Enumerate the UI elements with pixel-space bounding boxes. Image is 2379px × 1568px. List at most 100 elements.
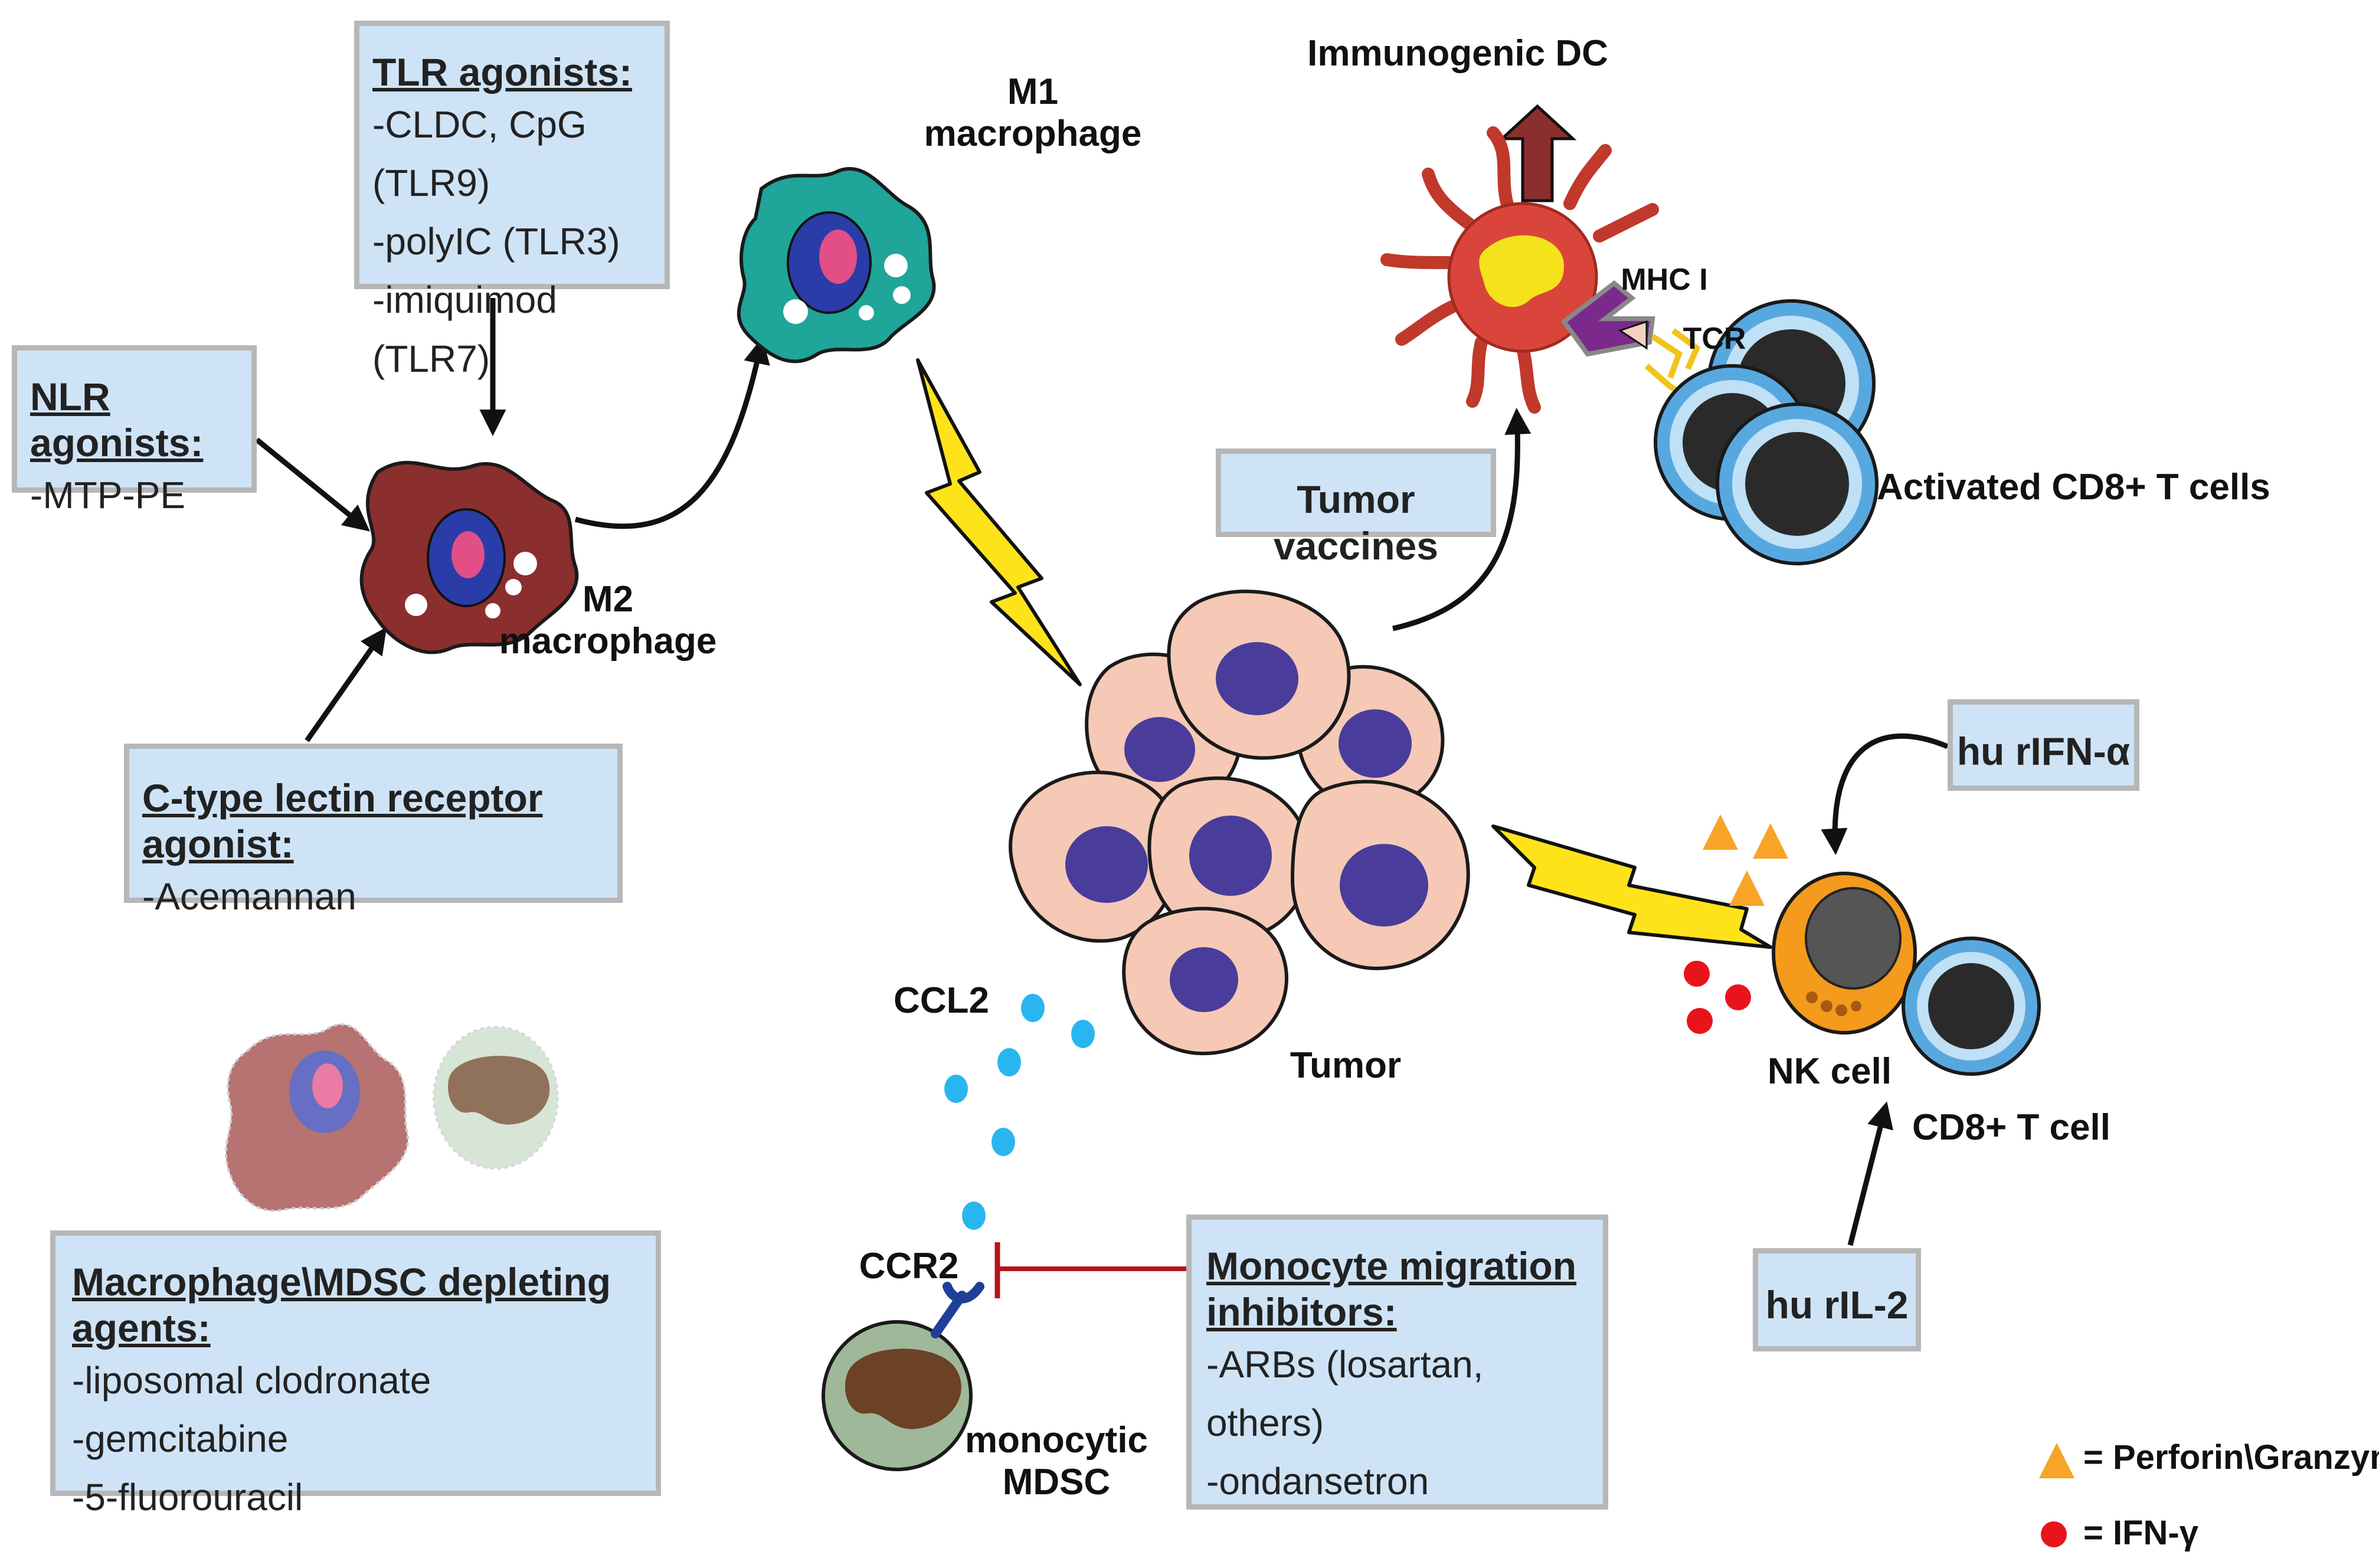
tcr-label: TCR (1683, 322, 1746, 356)
nk-granule (1806, 991, 1818, 1003)
perforin-triangle (1703, 814, 1738, 850)
tumor-nucleus (1170, 947, 1238, 1012)
nk-granule (1835, 1004, 1847, 1016)
hu-ril2-label: hu rIL-2 (1765, 1283, 1909, 1327)
dc-dendrites (1380, 126, 1659, 414)
c-type-lectin-title: C-type lectin receptor agonist: (142, 776, 543, 866)
depleted-cells (224, 1023, 559, 1212)
t-cell-nucleus (1745, 432, 1849, 536)
dc-nucleus (1479, 235, 1564, 307)
c-type-lectin-item: -Acemannan (142, 875, 356, 918)
m1-vesicle (783, 299, 808, 324)
depleting-agents-box: Macrophage\MDSC depleting agents: -lipos… (50, 1230, 661, 1518)
hu-rifn-alpha-box: hu rIFN-α (1948, 699, 2139, 791)
ccl2-dot (1071, 1020, 1095, 1048)
lightning-m1-to-tumor (916, 358, 1082, 686)
monocyte-migration-title: Monocyte migration (1206, 1244, 1577, 1288)
hu-ril2-box: hu rIL-2 (1753, 1248, 1921, 1351)
tumor-nucleus (1216, 642, 1298, 715)
ccl2-dot (997, 1048, 1021, 1076)
m2-macrophage-label: M2 macrophage (499, 579, 717, 662)
m1-vesicle (884, 254, 908, 277)
monocyte-migration-box: Monocyte migration inhibitors: -ARBs (lo… (1186, 1215, 1608, 1510)
monocyte-inhibitor-item: -ARBs (losartan, others) (1206, 1343, 1484, 1444)
tumor-nucleus (1339, 709, 1412, 778)
legend-ifn-label: = IFN-γ (2083, 1514, 2198, 1552)
ifn-dot (1684, 961, 1710, 987)
m2-vesicle (505, 579, 522, 595)
tumor-vaccines-label: Tumor vaccines (1274, 477, 1438, 568)
activated-t-cells-label: Activated CD8+ T cells (1877, 467, 2270, 508)
m1-macrophage (737, 167, 936, 364)
tumor-nucleus (1189, 816, 1272, 896)
tumor (1009, 590, 1470, 1056)
mhc-label: MHC I (1621, 263, 1708, 297)
m2-macrophage (359, 461, 579, 654)
legend-marks (2039, 1443, 2074, 1547)
nk-cell-label: NK cell (1767, 1051, 1892, 1092)
tumor-label: Tumor (1290, 1045, 1402, 1086)
depleting-agent-item: -liposomal clodronate (72, 1359, 431, 1402)
nlr-agonists-box: NLR agonists: -MTP-PE (12, 345, 257, 516)
legend-perforin-icon (2039, 1443, 2074, 1478)
depleting-agents-title: Macrophage\MDSC depleting agents: (72, 1260, 611, 1350)
nk-granule (1851, 1001, 1861, 1011)
nlr-agonists-title: NLR agonists: (30, 375, 204, 464)
c-type-lectin-box: C-type lectin receptor agonist: -Acemann… (124, 744, 623, 918)
secreted-factors (1684, 814, 1788, 1034)
ccr2-receptor (931, 1282, 984, 1338)
ifn-dot (1687, 1008, 1713, 1034)
monocyte-migration-title: inhibitors: (1206, 1289, 1397, 1334)
arrow-ctype-to-m2 (305, 627, 387, 742)
arrow-m2-to-m1 (574, 337, 770, 529)
ccl2-dot (991, 1128, 1015, 1156)
m1-vesicle (859, 305, 874, 320)
perforin-triangle (1729, 870, 1765, 906)
perforin-triangle (1753, 823, 1788, 859)
m2-vesicle (513, 552, 537, 575)
m2-vesicle (485, 603, 500, 618)
nk-granule (1821, 1000, 1832, 1012)
monocytic-mdsc (822, 1282, 984, 1471)
tumor-vaccines-box: Tumor vaccines (1216, 449, 1496, 568)
lightning-nk-to-tumor (1491, 824, 1772, 949)
immunogenic-dc-label: Immunogenic DC (1307, 33, 1608, 74)
m1-nucleolus (819, 230, 857, 284)
monocytic-mdsc-label: monocytic MDSC (964, 1420, 1148, 1503)
m1-macrophage-label: M1 macrophage (924, 71, 1142, 155)
tlr-agonist-item: -polyIC (TLR3) (372, 220, 620, 263)
arrow-nlr-to-m2 (255, 437, 370, 532)
nlr-agonist-item: -MTP-PE (30, 473, 186, 516)
cd8-t-cell (1902, 937, 2041, 1076)
nk-cell (1772, 872, 1917, 1035)
tumor-nucleus (1065, 826, 1148, 903)
depleting-agent-item: -gemcitabine (72, 1417, 289, 1460)
depleted-mdsc-nucleus (448, 1056, 550, 1125)
ccl2-dot (944, 1075, 968, 1103)
legend-ifn-icon (2041, 1521, 2067, 1547)
ccr2-label: CCR2 (859, 1246, 959, 1287)
tlr-agonists-title: TLR agonists: (372, 50, 632, 94)
nk-nucleus (1805, 887, 1902, 990)
legend-perforin-label: = Perforin\Granzyme (2083, 1438, 2379, 1477)
ifn-dot (1725, 984, 1751, 1010)
tumor-nucleus (1124, 717, 1195, 782)
m2-vesicle (405, 594, 427, 616)
m1-vesicle (893, 286, 911, 304)
depleting-agent-item: -5-fluorouracil (72, 1476, 303, 1519)
tumor-nucleus (1340, 844, 1428, 927)
tlr-agonist-item: -CLDC, CpG (TLR9) (372, 103, 587, 205)
depleted-nucleolus (312, 1063, 343, 1108)
ccl2-label: CCL2 (894, 980, 989, 1021)
t-cell-nucleus (1928, 963, 2014, 1049)
tlr-agonists-box: TLR agonists: -CLDC, CpG (TLR9) -polyIC … (354, 21, 670, 380)
dc-up-arrow (1498, 104, 1577, 202)
mdsc-nucleus (845, 1348, 961, 1429)
immunogenic-dc (1380, 104, 1701, 414)
ccl2-dot (962, 1202, 986, 1230)
arrow-tumor-to-dc (1392, 408, 1532, 631)
cd8-t-cell-label: CD8+ T cell (1912, 1107, 2110, 1148)
monocyte-inhibitor-item: -ondansetron (1206, 1460, 1429, 1503)
m2-nucleolus (451, 531, 485, 578)
